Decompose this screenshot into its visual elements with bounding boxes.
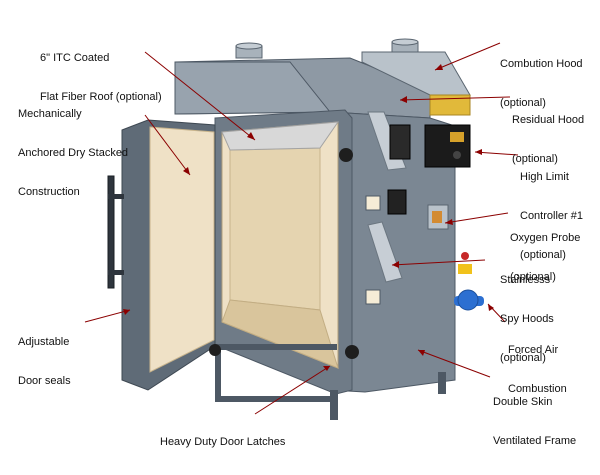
label-residual-hood-line1: Residual Hood (512, 114, 585, 126)
door-handle-mount-bottom (108, 270, 124, 275)
label-latches: Heavy Duty Door Latches (160, 410, 285, 475)
label-controller: High Limit Controller #1 (optional) (520, 145, 583, 288)
label-oxygen-probe-line1: Oxygen Probe (510, 232, 581, 244)
spy-port-upper (365, 195, 381, 211)
leader-roof (144, 51, 256, 141)
arrow-combustion (435, 64, 443, 70)
door-latch-left[interactable] (209, 344, 221, 356)
control-panel-small (389, 124, 411, 160)
leader-combustion (434, 42, 501, 71)
label-latches-line1: Heavy Duty Door Latches (160, 436, 286, 448)
label-forced-air-line1: Forced Air (508, 344, 559, 356)
door-latch-top[interactable] (339, 148, 353, 162)
door-brick-face (149, 126, 215, 373)
knob-red[interactable] (461, 252, 469, 260)
label-spy-hoods-line1: Stainlesss (500, 274, 551, 286)
label-oxygen-probe: Oxygen Probe (optional) (510, 206, 580, 310)
leader-door-seals (84, 309, 131, 323)
arrow-forced-air (488, 304, 494, 311)
label-frame: Double Skin Ventilated Frame (493, 370, 576, 474)
label-frame-line2: Ventilated Frame (493, 435, 577, 447)
label-door-seals: Adjustable Door seals (18, 310, 71, 414)
controller-display (450, 132, 464, 142)
label-combustion-hood-line2: (optional) (500, 97, 546, 109)
kiln-chamber-back (229, 147, 321, 311)
label-roof-line1: 6" ITC Coated (40, 52, 110, 64)
label-door-seals-line2: Door seals (18, 375, 71, 387)
leader-spy (391, 259, 486, 266)
arrow-spy (392, 261, 399, 268)
label-oxygen-probe-line2: (optional) (510, 271, 556, 283)
residual-hood-mesh (429, 94, 471, 116)
label-controller-line1: High Limit (520, 171, 569, 183)
spy-port-lower (365, 289, 381, 305)
label-combustion-hood: Combution Hood (optional) (500, 32, 583, 136)
kiln-chamber-floor (221, 299, 339, 369)
label-controller-line2: Controller #1 (520, 210, 583, 222)
arrow-door-seals (123, 309, 130, 315)
valve-yellow[interactable] (458, 264, 472, 274)
label-construction-line1: Mechanically (18, 108, 82, 120)
controller-knob[interactable] (453, 151, 461, 159)
arrow-oxygen (445, 219, 453, 225)
leader-latches (254, 365, 331, 415)
leader-residual (399, 96, 511, 101)
frame-rail-bottom (215, 396, 337, 402)
frame-base-front (215, 344, 337, 350)
label-construction-line2: Anchored Dry Stacked (18, 147, 129, 159)
spy-hood-lower (367, 221, 403, 283)
leader-arrowheads (123, 64, 494, 371)
frame-leg-front (330, 390, 338, 420)
label-door-seals-line1: Adjustable (18, 336, 70, 348)
arrow-construction (183, 167, 190, 175)
label-combustion-hood-line1: Combution Hood (500, 58, 583, 70)
leader-lines (84, 42, 519, 415)
label-controller-line3: (optional) (520, 249, 566, 261)
label-roof-line2: Flat Fiber Roof (optional) (40, 91, 162, 103)
oxygen-probe-tag (432, 211, 442, 223)
air-blower (457, 289, 479, 311)
arrow-frame (418, 350, 425, 356)
leader-construction (144, 114, 191, 176)
door-handle-mount-top (108, 194, 124, 199)
label-frame-line1: Double Skin (493, 396, 553, 408)
label-spy-hoods-line3: (optional) (500, 352, 546, 364)
leader-controller (474, 151, 519, 156)
arrow-roof (247, 132, 255, 140)
frame-leg-left (215, 344, 221, 402)
label-spy-hoods: Stainlesss Spy Hoods (optional) (500, 248, 554, 391)
roof-fiber (221, 121, 340, 151)
arrow-residual (400, 96, 407, 103)
leader-oxygen (444, 212, 509, 224)
label-spy-hoods-line2: Spy Hoods (500, 313, 554, 325)
label-roof: 6" ITC Coated Flat Fiber Roof (optional) (40, 26, 162, 130)
label-residual-hood: Residual Hood (optional) (512, 88, 584, 192)
arrow-controller (475, 149, 482, 155)
chimney-left-top (235, 42, 263, 50)
chimney-right-top (391, 38, 419, 46)
label-forced-air-line2: Combustion (508, 383, 567, 395)
high-limit-controller[interactable] (424, 124, 471, 168)
door-handle[interactable] (107, 175, 115, 289)
label-construction: Mechanically Anchored Dry Stacked Constr… (18, 82, 128, 225)
label-forced-air: Forced Air Combustion (508, 318, 567, 422)
door-latch-bottom[interactable] (345, 345, 359, 359)
label-construction-line3: Construction (18, 186, 80, 198)
arrow-latches (323, 366, 330, 371)
label-residual-hood-line2: (optional) (512, 153, 558, 165)
leader-frame (417, 349, 491, 378)
frame-leg-right (438, 372, 446, 394)
control-panel-lower (387, 189, 407, 215)
